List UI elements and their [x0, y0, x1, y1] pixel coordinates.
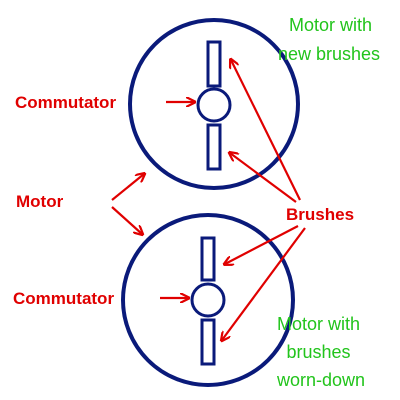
caption-worn-line-1: Motor with [277, 314, 360, 334]
brush-bottom-lower [200, 318, 216, 366]
caption-worn-line-2: brushes [286, 342, 350, 362]
motor-new-brushes [128, 18, 300, 190]
label-motor: Motor [16, 192, 64, 211]
caption-worn-brushes: Motor with brushes worn-down [276, 314, 365, 390]
commutator-bottom [190, 282, 226, 318]
brush-top-upper [206, 40, 222, 88]
arrow-motor-bottom [111, 206, 142, 234]
caption-new-line-2: new brushes [278, 44, 380, 64]
arrow-brush-4 [222, 227, 306, 340]
motor-worn-brushes [121, 213, 295, 387]
motor-housing-top [128, 18, 300, 190]
caption-new-line-1: Motor with [289, 15, 372, 35]
brush-bottom-upper [200, 236, 216, 282]
arrow-brush-2 [230, 153, 297, 203]
arrow-brush-1 [231, 60, 301, 201]
arrows [111, 60, 306, 340]
motor-housing-bottom [121, 213, 295, 387]
label-brushes: Brushes [286, 205, 354, 224]
caption-worn-line-3: worn-down [276, 370, 365, 390]
commutator-top [196, 87, 232, 123]
caption-new-brushes: Motor with new brushes [278, 15, 380, 64]
brush-top-lower [206, 123, 222, 171]
label-commutator-bottom: Commutator [13, 289, 114, 308]
label-commutator-top: Commutator [15, 93, 116, 112]
arrow-motor-top [111, 174, 144, 201]
arrow-brush-3 [225, 225, 299, 264]
